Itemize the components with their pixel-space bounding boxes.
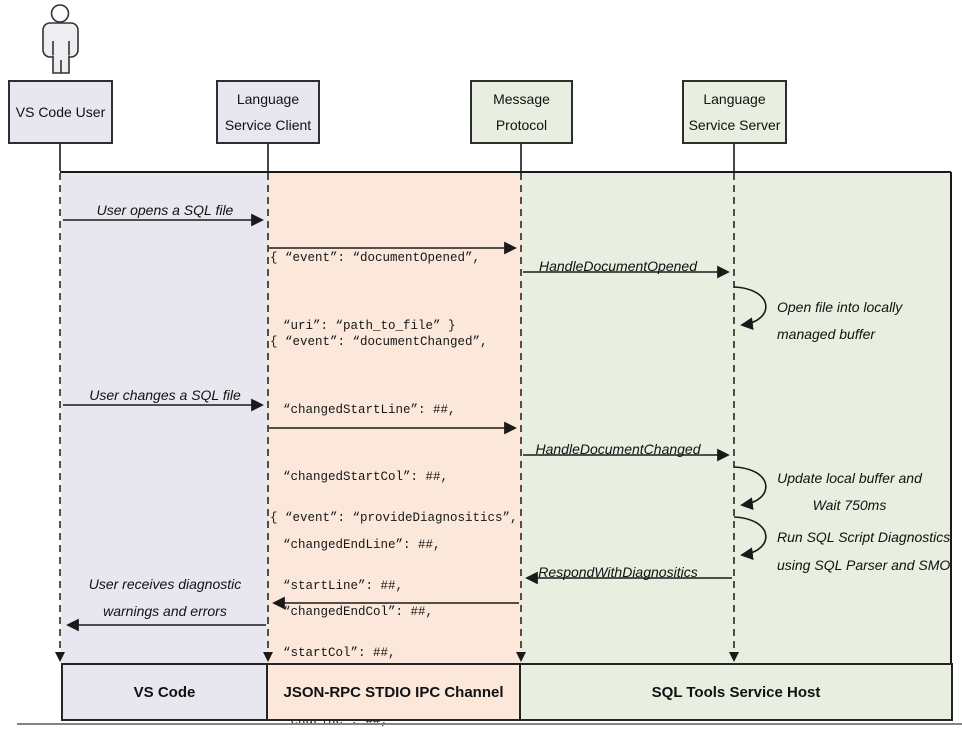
lifeline-stubs: [59, 144, 735, 171]
participant-label: Service Server: [688, 117, 781, 133]
label-user-changes-file: User changes a SQL file: [89, 387, 241, 403]
label-open-file-into-buffer: Open file into locally managed buffer: [777, 294, 902, 348]
participant-language-service-server: Language Service Server: [682, 80, 787, 144]
message-line: “changedEndLine”: ##,: [283, 537, 441, 552]
footer-label: SQL Tools Service Host: [651, 683, 821, 701]
bottom-border-line: [17, 723, 962, 725]
message-line: { “event”: “provideDiagnositics”,: [270, 511, 518, 525]
participant-label: Message: [493, 91, 550, 107]
participant-language-service-client: Language Service Client: [216, 80, 320, 144]
participant-label: Service Client: [224, 117, 312, 133]
participant-message-protocol: Message Protocol: [470, 80, 573, 144]
message-line: “changedEndCol”: ##,: [283, 605, 434, 619]
label-respond-with-diagnostics: RespondWithDiagnositics: [538, 564, 698, 580]
participant-vscode-user: VS Code User: [8, 80, 113, 144]
label-line: Update local buffer and: [777, 470, 922, 486]
message-line: { “event”: “documentOpened”,: [270, 251, 481, 265]
participant-label: Language: [236, 91, 300, 107]
message-line: “changedStartLine”: ##,: [283, 402, 456, 417]
footer-box-vscode: VS Code: [61, 663, 268, 721]
message-line: “startCol”: ##,: [283, 646, 396, 660]
label-line: User receives diagnostic: [88, 576, 242, 592]
message-line: “uri”: “path_to_file” }: [283, 318, 456, 333]
label-line: Open file into locally: [777, 299, 903, 315]
participant-label: Language: [703, 91, 766, 107]
message-line: { “event”: “documentChanged”,: [270, 335, 488, 349]
label-update-local-buffer: Update local buffer and Wait 750ms: [767, 465, 932, 519]
label-handle-document-opened: HandleDocumentOpened: [539, 258, 697, 274]
participant-label: VS Code User: [15, 104, 106, 120]
lane-vscode: [61, 172, 268, 663]
footer-box-json-rpc-channel: JSON-RPC STDIO IPC Channel: [266, 663, 521, 721]
label-user-receives-diagnostics: User receives diagnostic warnings and er…: [62, 571, 268, 625]
footer-label: VS Code: [133, 683, 196, 701]
footer-label: JSON-RPC STDIO IPC Channel: [283, 683, 504, 701]
message-line: “changedStartCol”: ##,: [283, 470, 449, 484]
message-line: “startLine”: ##,: [283, 578, 404, 593]
lane-sql-tools-host: [521, 172, 951, 663]
payload-document-opened: { “event”: “documentOpened”, “uri”: “pat…: [270, 202, 480, 382]
label-line: Run SQL Script Diagnostics: [777, 529, 951, 545]
label-user-opens-file: User opens a SQL file: [96, 202, 234, 218]
label-line: managed buffer: [777, 326, 876, 342]
label-line: warnings and errors: [103, 603, 227, 619]
user-actor-icon: [42, 4, 79, 74]
participant-label: Protocol: [495, 117, 548, 133]
lane-json-rpc-channel: [268, 172, 521, 663]
label-run-sql-diagnostics: Run SQL Script Diagnostics using SQL Par…: [777, 523, 950, 579]
footer-box-sql-tools-service-host: SQL Tools Service Host: [519, 663, 953, 721]
label-handle-document-changed: HandleDocumentChanged: [535, 441, 701, 457]
label-line: Wait 750ms: [812, 497, 887, 513]
label-line: using SQL Parser and SMO: [777, 557, 951, 573]
